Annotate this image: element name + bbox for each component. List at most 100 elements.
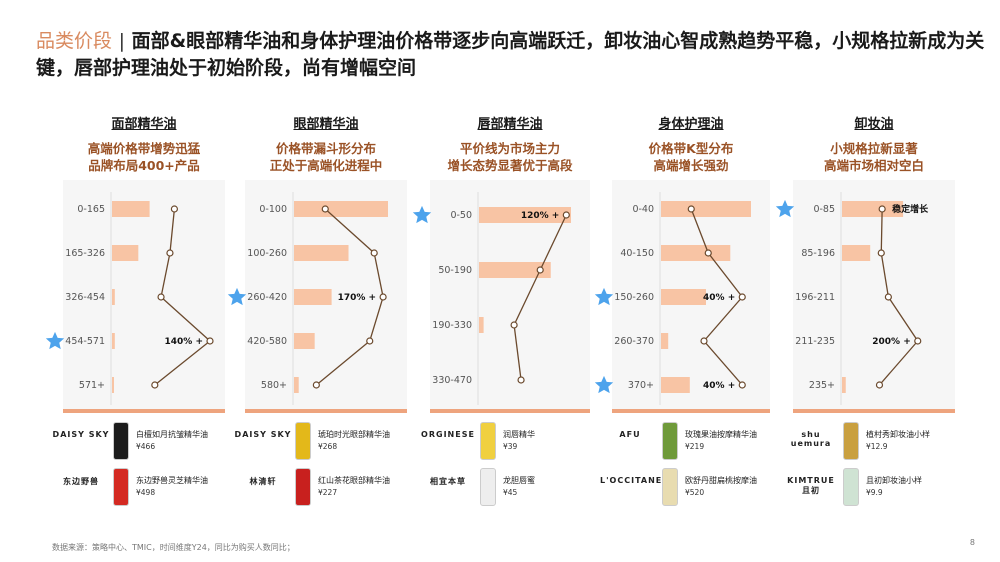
share-bar bbox=[294, 377, 299, 393]
share-bar bbox=[479, 262, 551, 278]
product-item: ORGINESE 润唇精华 ¥39 bbox=[418, 422, 603, 460]
growth-marker bbox=[370, 249, 378, 257]
insight-line-2: 品牌布局400+产品 bbox=[88, 158, 200, 173]
growth-annotation: 170% + bbox=[338, 293, 376, 303]
product-image bbox=[843, 468, 859, 506]
category-insight: 价格带漏斗形分布正处于高端化进程中 bbox=[236, 140, 416, 174]
growth-annotation: 200% + bbox=[872, 337, 910, 347]
price-band-label: 50-190 bbox=[438, 265, 472, 276]
data-source-note: 数据来源：策略中心、TMIC，时间维度Y24，同比为购买人数同比； bbox=[52, 543, 295, 552]
column-header: 身体护理油 价格带K型分布高端增长强劲 bbox=[601, 113, 781, 174]
share-bar bbox=[479, 207, 571, 223]
share-bar bbox=[479, 317, 484, 333]
category-name: 唇部精华油 bbox=[477, 117, 543, 132]
share-bar bbox=[112, 245, 139, 261]
product-item: 东边野兽 东边野兽灵芝精华油 ¥498 bbox=[51, 468, 236, 506]
product-item: AFU 玫瑰果油按摩精华油 ¥219 bbox=[600, 422, 785, 460]
growth-marker bbox=[875, 381, 884, 389]
product-name: 白檀如月抗皱精华油 bbox=[136, 430, 208, 439]
price-band-label: 211-235 bbox=[795, 336, 835, 347]
category-insight: 价格带K型分布高端增长强劲 bbox=[601, 140, 781, 174]
product-image bbox=[662, 468, 678, 506]
product-image bbox=[113, 422, 129, 460]
growth-marker bbox=[206, 337, 214, 345]
share-bar bbox=[294, 201, 388, 217]
brand-logo: 林清轩 bbox=[249, 477, 277, 486]
product-name: 润唇精华 bbox=[503, 430, 535, 439]
growth-marker bbox=[379, 293, 387, 301]
growth-annotation: 40% + bbox=[703, 293, 735, 303]
price-band-label: 330-470 bbox=[432, 375, 472, 386]
growth-line bbox=[513, 214, 567, 381]
growth-marker bbox=[914, 337, 922, 345]
product-item: DAISY SKY 白檀如月抗皱精华油 ¥466 bbox=[51, 422, 236, 460]
growth-marker bbox=[510, 321, 518, 329]
growth-marker bbox=[170, 205, 179, 213]
product-item: DAISY SKY 琥珀时光眼部精华油 ¥268 bbox=[233, 422, 418, 460]
product-name: 龙胆唇蜜 bbox=[503, 476, 535, 485]
growth-marker bbox=[312, 381, 320, 389]
price-band-label: 85-196 bbox=[801, 248, 835, 259]
category-insight: 高端价格带增势迅猛品牌布局400+产品 bbox=[54, 140, 234, 174]
product-name: 红山茶花眼部精华油 bbox=[318, 476, 390, 485]
share-bar bbox=[112, 289, 115, 305]
share-bar bbox=[661, 377, 690, 393]
product-price: ¥466 bbox=[136, 442, 156, 451]
growth-annotation: 140% + bbox=[165, 337, 203, 347]
growth-annotation: 120% + bbox=[521, 211, 559, 221]
product-image bbox=[662, 422, 678, 460]
product-name: 且初卸妆油小样 bbox=[866, 476, 922, 485]
insight-line-1: 小规格拉新显著 bbox=[830, 141, 918, 156]
growth-marker bbox=[151, 381, 159, 389]
brand-logo: 相宜本草 bbox=[430, 477, 466, 486]
share-bar bbox=[661, 201, 751, 217]
share-bar bbox=[661, 289, 706, 305]
product-image bbox=[480, 468, 496, 506]
brand-logo: AFU bbox=[619, 430, 641, 439]
price-band-label: 326-454 bbox=[65, 292, 105, 303]
growth-annotation: 40% + bbox=[703, 381, 735, 391]
growth-marker bbox=[700, 337, 708, 345]
price-band-label: 0-40 bbox=[632, 204, 654, 215]
price-band-label: 235+ bbox=[809, 380, 835, 391]
column-header: 卸妆油 小规格拉新显著高端市场相对空白 bbox=[784, 113, 964, 174]
price-band-label: 420-580 bbox=[247, 336, 287, 347]
share-bar bbox=[112, 377, 114, 393]
insight-line-2: 正处于高端化进程中 bbox=[269, 158, 383, 173]
growth-marker bbox=[738, 381, 746, 389]
growth-marker bbox=[884, 293, 892, 301]
brand-logo: DAISY SKY bbox=[234, 430, 292, 439]
product-image bbox=[295, 468, 311, 506]
price-band-label: 260-370 bbox=[614, 336, 654, 347]
brand-logo: L'OCCITANE bbox=[600, 476, 663, 485]
brand-logo: 东边野兽 bbox=[63, 477, 99, 486]
product-image bbox=[113, 468, 129, 506]
product-item: shu uemura 植村秀卸妆油小样 ¥12.9 bbox=[781, 422, 966, 460]
product-price: ¥45 bbox=[503, 488, 518, 497]
insight-line-2: 高端增长强劲 bbox=[653, 158, 729, 173]
category-name: 面部精华油 bbox=[111, 117, 177, 132]
star-icon bbox=[412, 205, 432, 225]
product-name: 植村秀卸妆油小样 bbox=[866, 430, 930, 439]
share-bar bbox=[842, 377, 846, 393]
price-band-label: 454-571 bbox=[65, 336, 105, 347]
growth-marker bbox=[687, 205, 695, 213]
insight-line-2: 增长态势显著优于高段 bbox=[447, 158, 573, 173]
brand-logo: ORGINESE bbox=[421, 430, 475, 439]
price-band-label: 0-100 bbox=[259, 204, 287, 215]
growth-marker bbox=[321, 205, 329, 213]
product-name: 东边野兽灵芝精华油 bbox=[136, 476, 208, 485]
product-price: ¥227 bbox=[318, 488, 338, 497]
product-item: KIMTRUE 且初 且初卸妆油小样 ¥9.9 bbox=[781, 468, 966, 506]
price-band-label: 0-165 bbox=[77, 204, 105, 215]
product-price: ¥268 bbox=[318, 442, 338, 451]
growth-marker bbox=[536, 266, 544, 274]
insight-line-1: 价格带漏斗形分布 bbox=[275, 141, 376, 156]
product-price: ¥9.9 bbox=[866, 488, 883, 497]
brand-logo: shu uemura bbox=[790, 430, 832, 448]
category-name: 身体护理油 bbox=[658, 117, 724, 132]
